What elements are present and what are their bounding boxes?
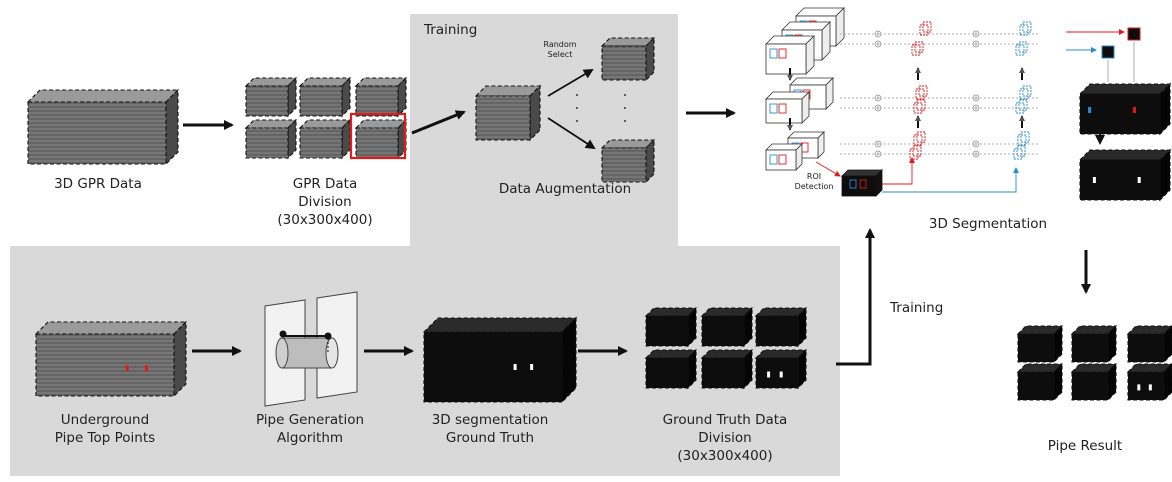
random-select-line2: Select: [547, 50, 573, 59]
segmentation-result-cube: [1078, 148, 1172, 202]
ground-truth-cube: [422, 316, 578, 404]
pipe-result-cube: [1070, 324, 1118, 364]
random-select-line1: Random: [543, 40, 577, 49]
decoder-red: [919, 21, 932, 36]
pipe-generation-line1: Pipe Generation: [255, 412, 365, 428]
decoder-blue: [1015, 41, 1028, 56]
arrow-random-select-down: [547, 117, 596, 150]
decoder-blue: [1013, 145, 1026, 160]
encoder-block: [765, 143, 803, 171]
arrow-division-to-augmentation: [411, 110, 466, 135]
pipe-generation-line2: Algorithm: [276, 430, 344, 446]
pipe-top-points-line2: Pipe Top Points: [54, 430, 156, 446]
pipe-result-label: Pipe Result: [1047, 438, 1123, 454]
training-side-label: Training: [890, 300, 944, 316]
roi-detection-block: [841, 169, 883, 197]
gt-division-cube: [700, 306, 754, 348]
division-label-line1: GPR Data: [292, 176, 358, 192]
pipe-result-cube: [1126, 363, 1172, 402]
pipe-top-points-line1: Underground: [60, 412, 150, 428]
division-cube: [244, 76, 298, 118]
pipe-result-cube: [1126, 325, 1172, 364]
gt-division-line3: (30x300x400): [677, 448, 773, 464]
encoder-block: [765, 35, 815, 75]
decoder-red: [913, 99, 926, 114]
division-cube: [354, 118, 408, 160]
pipe-top-points-cube: [34, 320, 188, 398]
decoder-blue: [1017, 131, 1030, 146]
segmentation-output-cube: [1078, 82, 1172, 136]
roi-detection-line2: Detection: [794, 182, 834, 191]
gt-division-cube: [644, 306, 698, 348]
pipe-result-cube: [1070, 362, 1118, 402]
division-label-line2: Division: [298, 194, 352, 210]
decoder-blue: [1019, 85, 1032, 100]
ellipsis-dots: [576, 94, 626, 122]
training-top-label: Training: [424, 22, 478, 38]
gt-division-cube: [754, 348, 808, 390]
division-cube: [298, 118, 352, 160]
arrow-training-to-segmentation: [836, 228, 875, 366]
gt-division-cube: [700, 348, 754, 390]
segmentation-network: [765, 7, 1141, 197]
division-cube: [244, 118, 298, 160]
gpr-data-label: 3D GPR Data: [54, 176, 142, 192]
gt-division-cube: [754, 306, 808, 348]
arrow-random-select-up: [547, 68, 594, 97]
decoder-blue: [1015, 99, 1028, 114]
gt-division-line1: Ground Truth Data: [662, 412, 788, 428]
decoder-blue: [1019, 21, 1032, 36]
seg-ground-truth-line2: Ground Truth: [445, 430, 535, 446]
segmentation-label: 3D Segmentation: [928, 216, 1048, 232]
pipe-result-cube: [1016, 324, 1064, 364]
gt-division-line2: Division: [698, 430, 752, 446]
division-label-line3: (30x300x400): [277, 212, 373, 228]
division-cube: [298, 76, 352, 118]
encoder-block: [765, 91, 810, 124]
seg-ground-truth-line1: 3D segmentation: [431, 412, 549, 428]
augmentation-sample-cube: [600, 36, 656, 82]
selected-division-highlight: [349, 112, 407, 160]
pipe-generation-icon: [264, 291, 358, 407]
output-cube-red: [1127, 27, 1141, 41]
decoder-red: [909, 145, 922, 160]
decoder-red: [915, 85, 928, 100]
augmentation-sample-cube: [600, 138, 656, 184]
output-cube-blue: [1101, 45, 1115, 59]
data-augmentation-label: Data Augmentation: [498, 181, 632, 197]
decoder-red: [911, 41, 924, 56]
gpr-data-cube: [26, 88, 180, 166]
pipe-result-cube: [1016, 362, 1064, 402]
roi-detection-line1: ROI: [806, 172, 822, 181]
division-cube: [354, 76, 408, 118]
augmentation-input-cube: [474, 84, 542, 142]
decoder-red: [913, 131, 926, 146]
gt-division-cube: [644, 348, 698, 390]
